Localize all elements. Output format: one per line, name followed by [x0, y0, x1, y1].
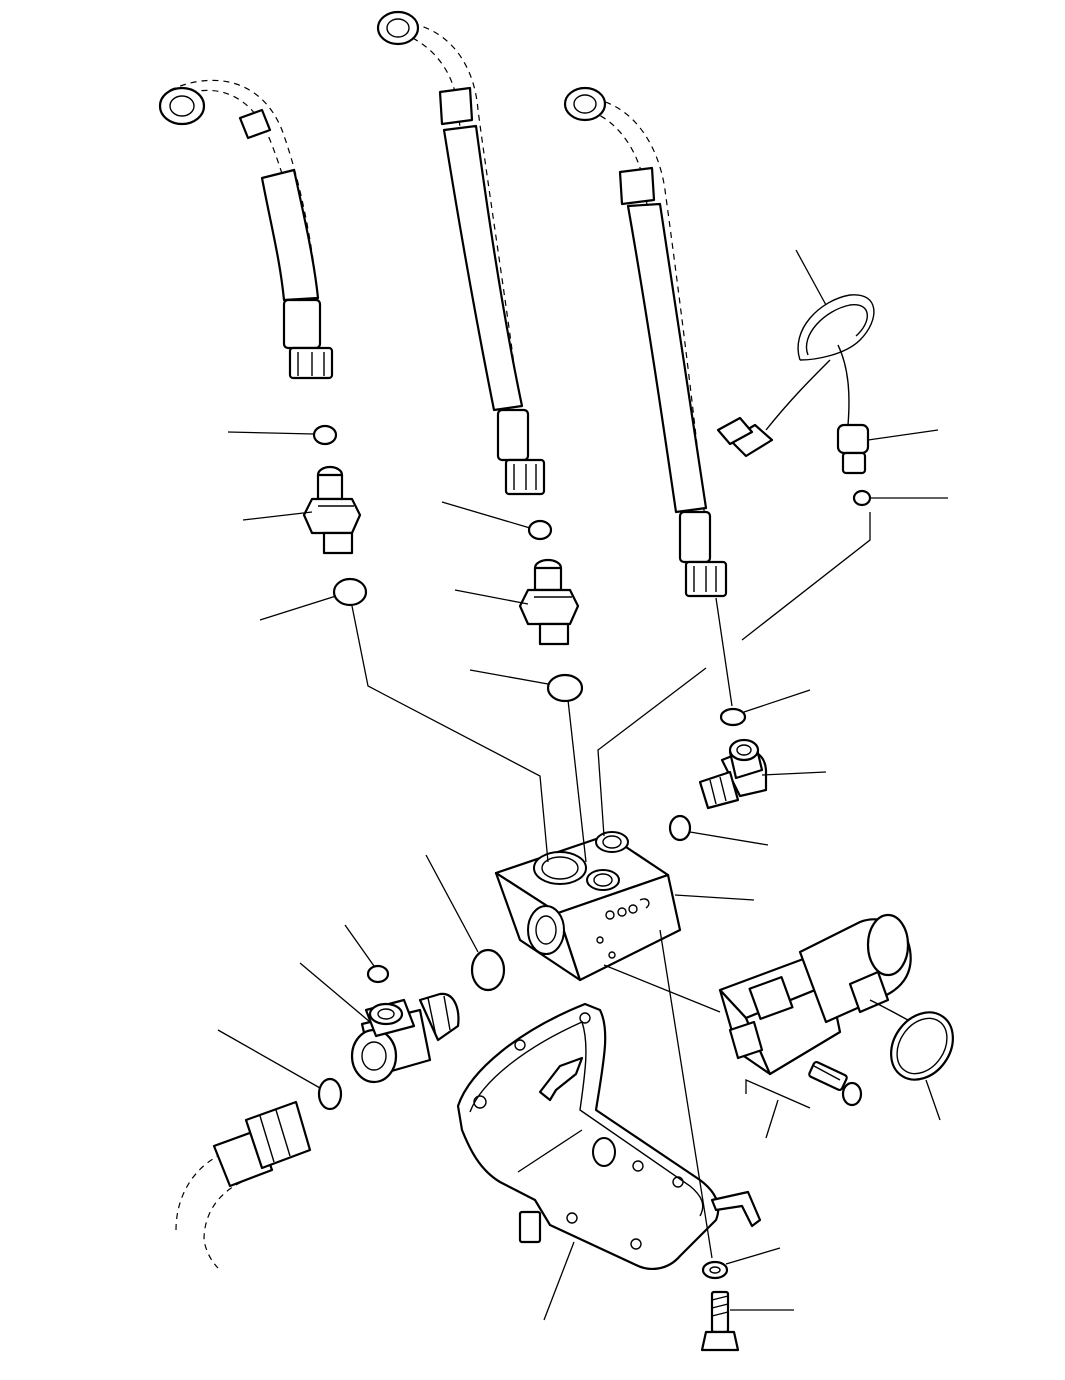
o-ring[interactable] — [527, 519, 553, 541]
hose-left[interactable] — [158, 79, 334, 380]
pressure-sensor-with-harness[interactable] — [716, 294, 875, 475]
o-ring[interactable] — [668, 814, 692, 842]
valve-block-manifold[interactable] — [494, 831, 682, 982]
solenoid-valve[interactable] — [718, 913, 966, 1092]
hex-bolt[interactable] — [700, 1290, 740, 1352]
hose-elbow-lower-left[interactable] — [175, 1100, 312, 1269]
adapter-fitting-left[interactable] — [302, 465, 362, 555]
hose-right[interactable] — [563, 86, 728, 598]
tee-fitting-left[interactable] — [350, 992, 460, 1084]
mounting-bracket[interactable] — [456, 1002, 762, 1271]
o-ring[interactable] — [317, 1077, 343, 1111]
washer[interactable] — [701, 1260, 729, 1280]
elbow-fitting-right[interactable] — [698, 738, 768, 810]
o-ring[interactable] — [719, 707, 747, 727]
o-ring[interactable] — [332, 577, 368, 607]
o-ring[interactable] — [852, 489, 872, 507]
cap-screw[interactable] — [808, 1061, 863, 1107]
hose-center[interactable] — [376, 10, 546, 496]
adapter-fitting-center[interactable] — [518, 558, 580, 646]
o-ring[interactable] — [366, 964, 390, 984]
o-ring[interactable] — [312, 424, 338, 446]
o-ring[interactable] — [470, 948, 506, 992]
leader-lines — [217, 249, 948, 1321]
o-ring[interactable] — [546, 673, 584, 703]
